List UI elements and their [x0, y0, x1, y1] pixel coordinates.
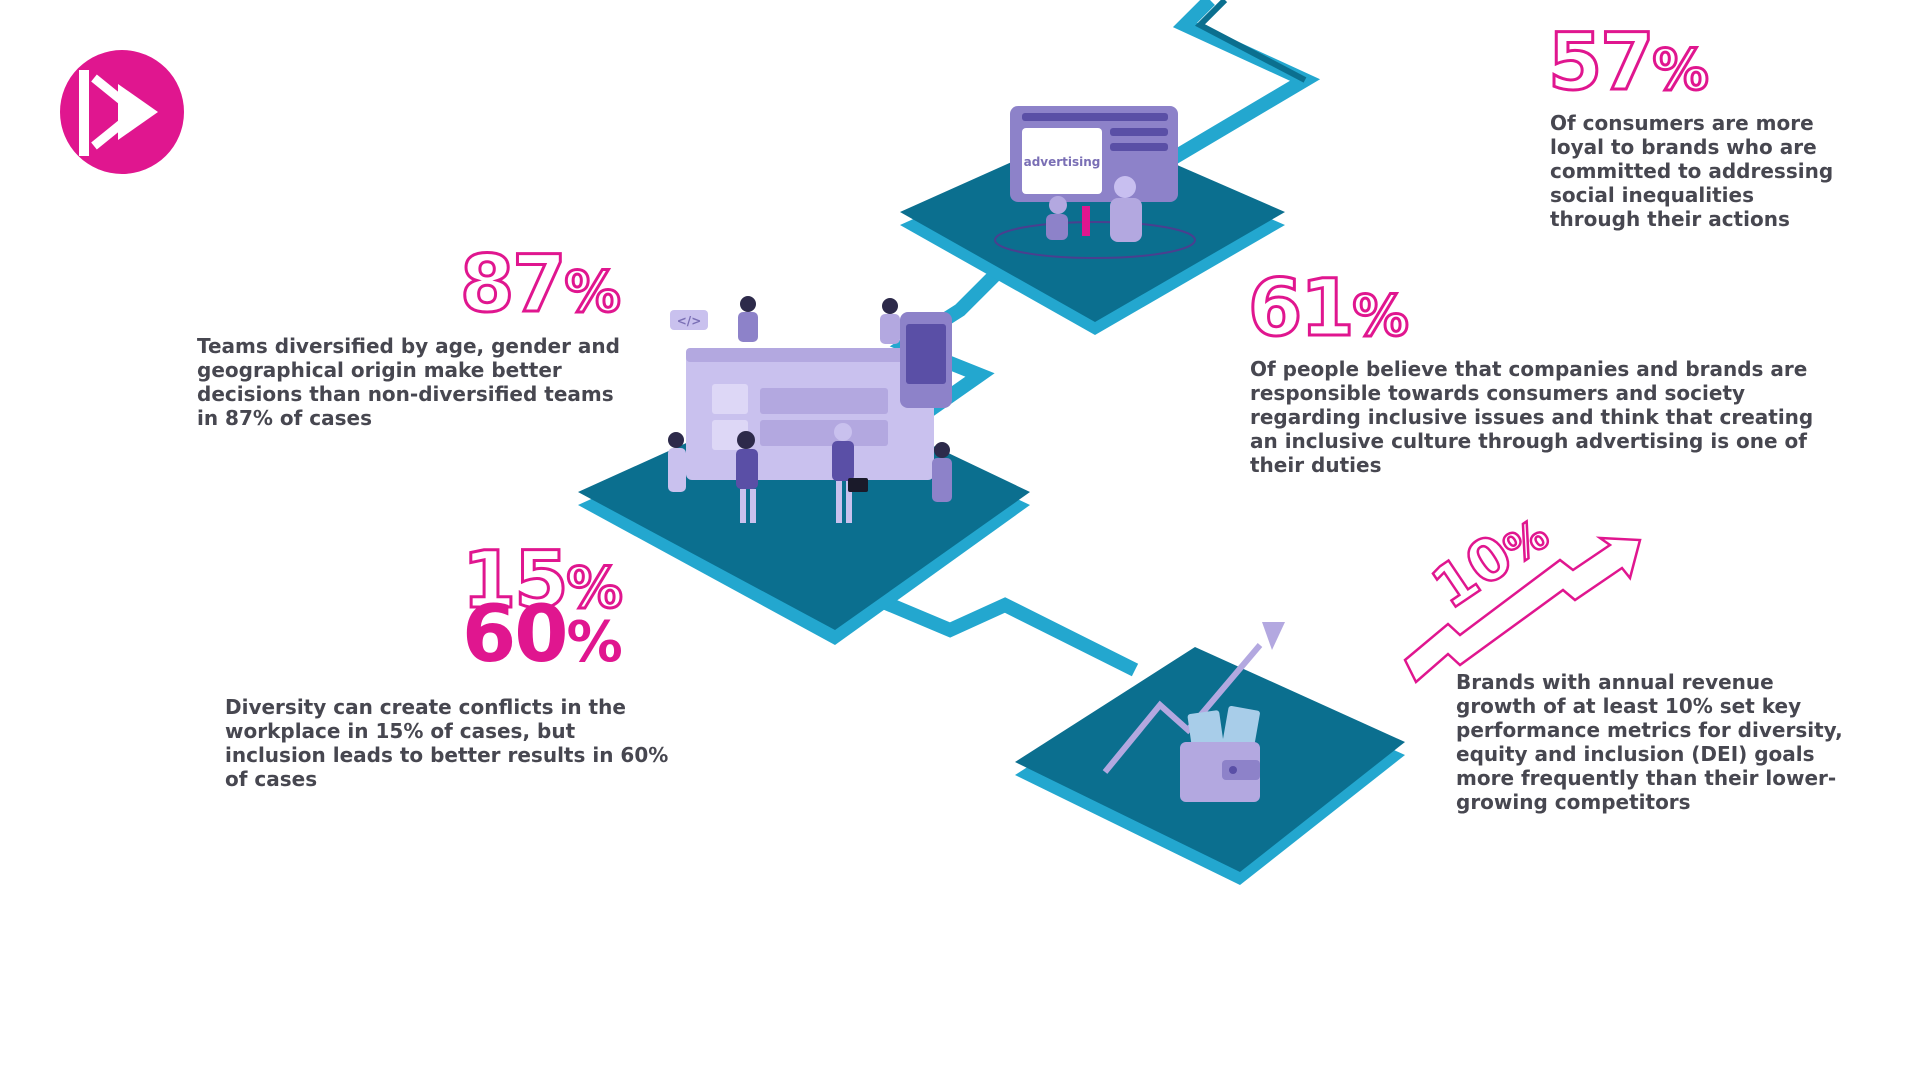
stat-60-number: 60 [462, 590, 569, 680]
stat-60-description: Diversity can create conflicts in the wo… [225, 695, 669, 791]
advertising-screen-label: advertising [1024, 155, 1101, 169]
stat-57-value: 57% [1547, 23, 1711, 104]
stat-87-value: 87% [459, 245, 623, 326]
stat-10-description: Brands with annual revenue growth of at … [1456, 670, 1843, 814]
code-tag-label: </> [677, 314, 702, 328]
stat-15-number: 15 [461, 536, 571, 626]
stat-61-unit: % [1351, 284, 1410, 349]
stat-57-number: 57 [1547, 18, 1657, 108]
stat-87-number: 87 [459, 240, 569, 330]
stat-60-unit: % [566, 610, 623, 675]
stat-15-value: 15% [461, 541, 625, 622]
stat-87-description: Teams diversified by age, gender and geo… [197, 334, 620, 430]
stat-57-unit: % [1651, 38, 1710, 103]
connecting-path [852, 0, 1321, 677]
growth-platform [1015, 622, 1405, 885]
stat-60-value: 60% [462, 596, 623, 674]
stat-15-unit: % [565, 556, 624, 621]
stat-61-value: 61% [1247, 269, 1411, 350]
trend-arrow-icon [1403, 536, 1642, 685]
stat-61-number: 61 [1247, 264, 1357, 354]
stat-61-description: Of people believe that companies and bra… [1250, 357, 1814, 477]
stat-57-description: Of consumers are more loyal to brands wh… [1550, 111, 1834, 231]
play-forward-logo [60, 50, 184, 174]
stat-87-unit: % [563, 260, 622, 325]
team-platform: </> [578, 296, 1030, 645]
advertising-platform: advertising [900, 106, 1285, 335]
